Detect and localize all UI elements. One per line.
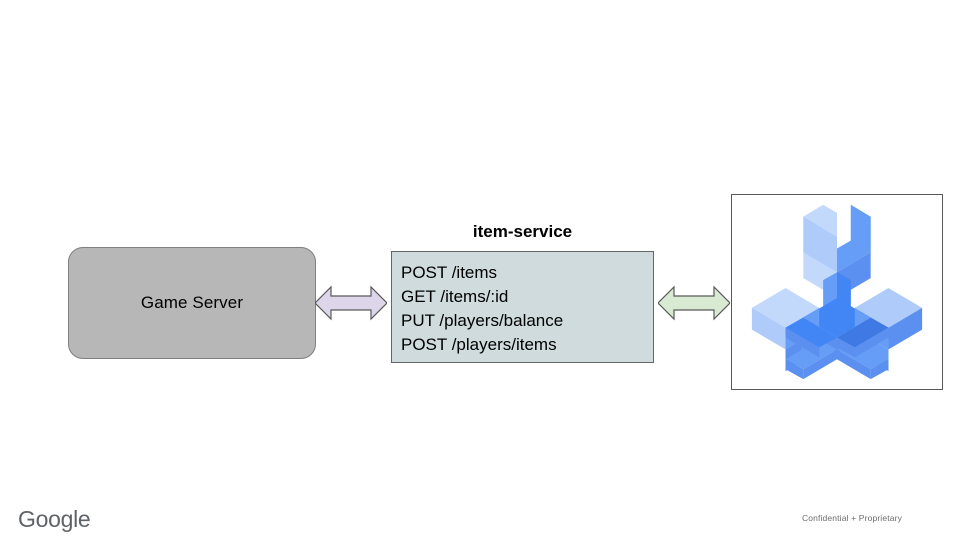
connector-item-service-to-logo-panel[interactable] (658, 282, 730, 324)
endpoint-row: PUT /players/balance (401, 311, 564, 330)
node-game-server-label: Game Server (140, 293, 244, 312)
isometric-wrench-icon (751, 204, 923, 380)
node-item-service-title: item-service (472, 222, 573, 241)
double-arrow-icon (315, 285, 387, 321)
node-item-service[interactable]: POST /items GET /items/:id PUT /players/… (391, 251, 654, 363)
endpoint-row: POST /players/items (401, 335, 557, 354)
endpoint-row: GET /items/:id (401, 287, 509, 306)
endpoint-row: POST /items (401, 263, 498, 282)
connector-game-server-to-item-service[interactable] (315, 282, 387, 324)
google-wordmark: Google (18, 506, 91, 532)
node-game-server[interactable]: Game Server (68, 247, 316, 359)
confidentiality-note: Confidential + Proprietary (801, 513, 902, 523)
double-arrow-icon (658, 285, 730, 321)
logo-panel (731, 194, 943, 390)
